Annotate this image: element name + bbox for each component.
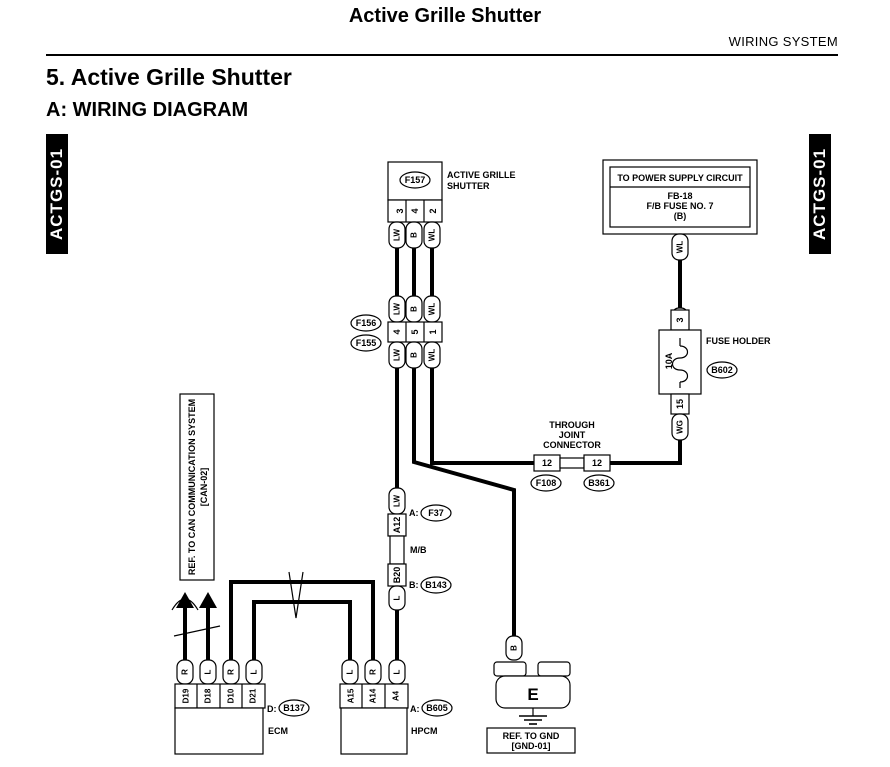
ecm-wire-color-4: L [250,669,259,674]
through-label-line3: CONNECTOR [543,440,601,450]
fuse-holder: 3 10A 15 WG [658,307,702,441]
connector-f156-label: F156 [356,318,377,328]
f156-pin-2: 5 [410,329,420,334]
f156-wire-color-2: B [410,306,419,312]
connector-f156-f155: LW B WL 4 5 1 LW B WL [387,295,443,369]
ecm-label: ECM [268,726,288,736]
f155-wire-color-3: WL [428,349,437,362]
can-reference: REF. TO CAN COMMUNICATION SYSTEM [CAN-02… [179,393,215,581]
wire-wg-fuse-to-joint [610,438,682,465]
hpcm-label: HPCM [411,726,438,736]
hpcm-pin-a14: A14 [369,688,378,703]
actuator-connector-f157: F157 3 4 2 LW B WL [387,161,443,249]
hpcm-wire-color-1: L [346,669,355,674]
hpcm-wire-color-2: R [369,669,378,675]
b20-wire-color: L [393,595,402,600]
ecm-pin-d18: D18 [204,688,213,703]
can-ref-line1: REF. TO CAN COMMUNICATION SYSTEM [187,399,197,575]
gnd-ref-line2: [GND-01] [511,741,550,751]
ground-letter: E [527,685,538,704]
section-label: WIRING SYSTEM [728,34,838,49]
f157-pin-2: 4 [410,208,420,213]
sub-heading: A: WIRING DIAGRAM [46,99,249,121]
actuator-label-line2: SHUTTER [447,181,490,191]
fuse-out-wire-color: WG [676,420,685,434]
f157-wire-color-2: B [410,232,419,238]
connector-b137-label: B137 [283,703,305,713]
f156-wire-color-1: LW [393,303,402,315]
b605-prefix: A: [410,704,420,714]
header-rule [46,54,838,56]
ecm-pin-d10: D10 [227,688,236,703]
ecm-wire-color-2: L [204,669,213,674]
ecm-wire-color-1: R [181,669,190,675]
through-pin-right: 12 [592,458,602,468]
gnd-ref-line1: REF. TO GND [503,731,560,741]
connector-b605-label: B605 [426,703,448,713]
can-ref-line2: [CAN-02] [199,468,209,507]
connector-f155-label: F155 [356,338,377,348]
hpcm-pin-a4: A4 [392,690,401,701]
f156-pin-3: 1 [428,329,438,334]
pin-a12: A12 [392,517,402,534]
f157-pin-1: 3 [395,208,405,213]
f155-wire-color-1: LW [393,349,402,361]
fuse-rating: 10A [664,352,674,369]
connector-f37-label: F37 [428,508,444,518]
connector-b143-label: B143 [425,580,447,590]
f155-wire-color-2: B [410,352,419,358]
twisted-pair-mark [288,571,304,619]
section-heading: 5. Active Grille Shutter [46,64,292,90]
f156-pin-1: 4 [392,329,402,334]
wire-can-l [252,600,352,660]
connector-f157-label: F157 [405,175,426,185]
power-supply-line3: F/B FUSE NO. 7 [646,201,713,211]
ecm-wire-color-3: R [227,669,236,675]
page-top-title: Active Grille Shutter [348,5,542,27]
connector-b361-label: B361 [588,478,610,488]
hpcm-wire-color-3: L [393,669,402,674]
b143-prefix: B: [409,580,419,590]
wire-b-actuator-to-ground [412,248,516,636]
power-supply-title: TO POWER SUPPLY CIRCUIT [617,173,743,183]
connector-b602-label: B602 [711,365,733,375]
mb-label: M/B [410,545,427,555]
fuse-pin-top: 3 [675,317,685,322]
hpcm-unit: L R L A15 A14 A4 [339,659,409,755]
through-label-line2: JOINT [559,430,586,440]
can-arrows [171,592,221,660]
mb-connector: LW A12 B20 L [387,487,407,611]
f37-prefix: A: [409,508,419,518]
hpcm-pin-a15: A15 [347,688,356,703]
a12-wire-color: LW [393,495,402,507]
b137-prefix: D: [267,704,277,714]
pin-b20: B20 [392,567,402,584]
power-supply-line4: (B) [674,211,687,221]
ecm-unit: R L R L D19 D18 D10 D21 [174,659,266,755]
actuator-label-line1: ACTIVE GRILLE [447,170,516,180]
f156-wire-color-3: WL [428,303,437,316]
fuse-pin-bottom: 15 [675,399,685,409]
f157-wire-color-3: WL [428,229,437,242]
through-pin-left: 12 [542,458,552,468]
through-label-line1: THROUGH [549,420,595,430]
fuse-holder-label: FUSE HOLDER [706,336,771,346]
ground-wire-color: B [510,645,519,651]
f157-pin-3: 2 [428,208,438,213]
wire-wl-actuator-to-joint [430,248,534,465]
power-supply-line2: FB-18 [667,191,692,201]
ground-terminal: B E REF. TO GND [GND-01] [486,635,576,754]
ecm-pin-d19: D19 [182,688,191,703]
f157-wire-color-1: LW [393,229,402,241]
connector-f108-label: F108 [536,478,557,488]
power-wire-color: WL [676,241,685,254]
ecm-pin-d21: D21 [249,688,258,703]
through-joint-connector: THROUGH JOINT CONNECTOR 12 12 [533,420,611,472]
power-supply-box: TO POWER SUPPLY CIRCUIT FB-18 F/B FUSE N… [602,159,758,261]
